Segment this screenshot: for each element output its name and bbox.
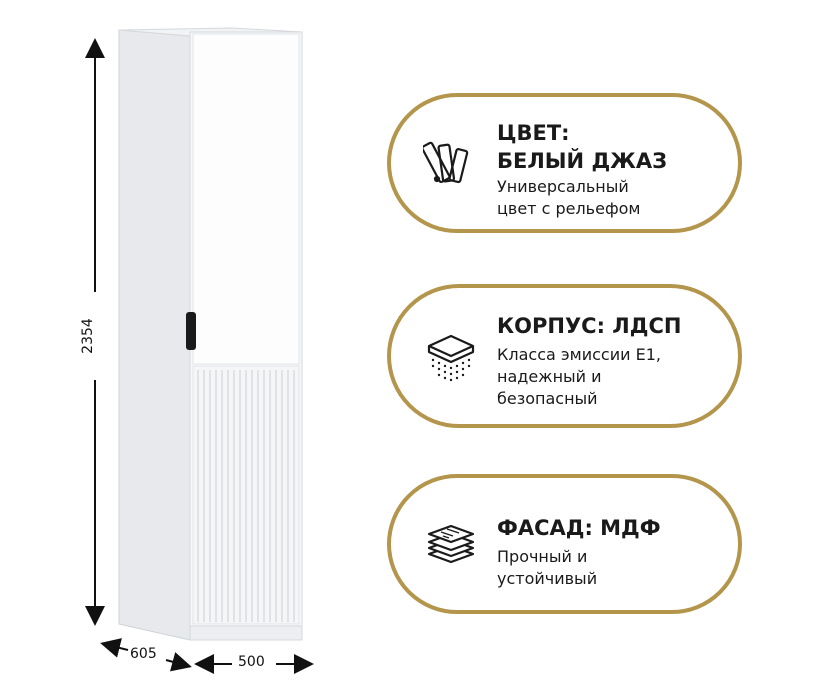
- stacked-sheets-icon: [427, 524, 475, 564]
- card-title: ЦВЕТ: БЕЛЫЙ ДЖАЗ: [497, 121, 668, 173]
- cabinet-plinth: [189, 625, 303, 641]
- door-handle: [186, 312, 196, 350]
- width-dimension-label: 500: [238, 654, 265, 670]
- height-dimension-label: 2354: [79, 318, 96, 354]
- layered-board-icon: [427, 334, 475, 382]
- color-swatch-icon: [423, 141, 469, 184]
- cabinet-side-panel: [118, 29, 191, 641]
- card-description: Прочный и устойчивый: [497, 547, 598, 588]
- card-title: ФАСАД: МДФ: [497, 516, 661, 540]
- depth-dimension-label: 605: [130, 646, 157, 662]
- card-title: КОРПУС: ЛДСП: [497, 314, 682, 338]
- feature-card-body: КОРПУС: ЛДСП Класса эмиссии Е1, надежный…: [387, 284, 742, 428]
- door-flutes: [197, 370, 295, 622]
- feature-card-facade: ФАСАД: МДФ Прочный и устойчивый: [387, 474, 742, 614]
- card-description: Универсальный цвет с рельефом: [497, 177, 641, 218]
- depth-dimension-line: [100, 638, 192, 672]
- door-upper-panel: [192, 33, 300, 365]
- feature-card-color: ЦВЕТ: БЕЛЫЙ ДЖАЗ Универсальный цвет с ре…: [387, 93, 742, 233]
- card-description: Класса эмиссии Е1, надежный и безопасный: [497, 345, 661, 408]
